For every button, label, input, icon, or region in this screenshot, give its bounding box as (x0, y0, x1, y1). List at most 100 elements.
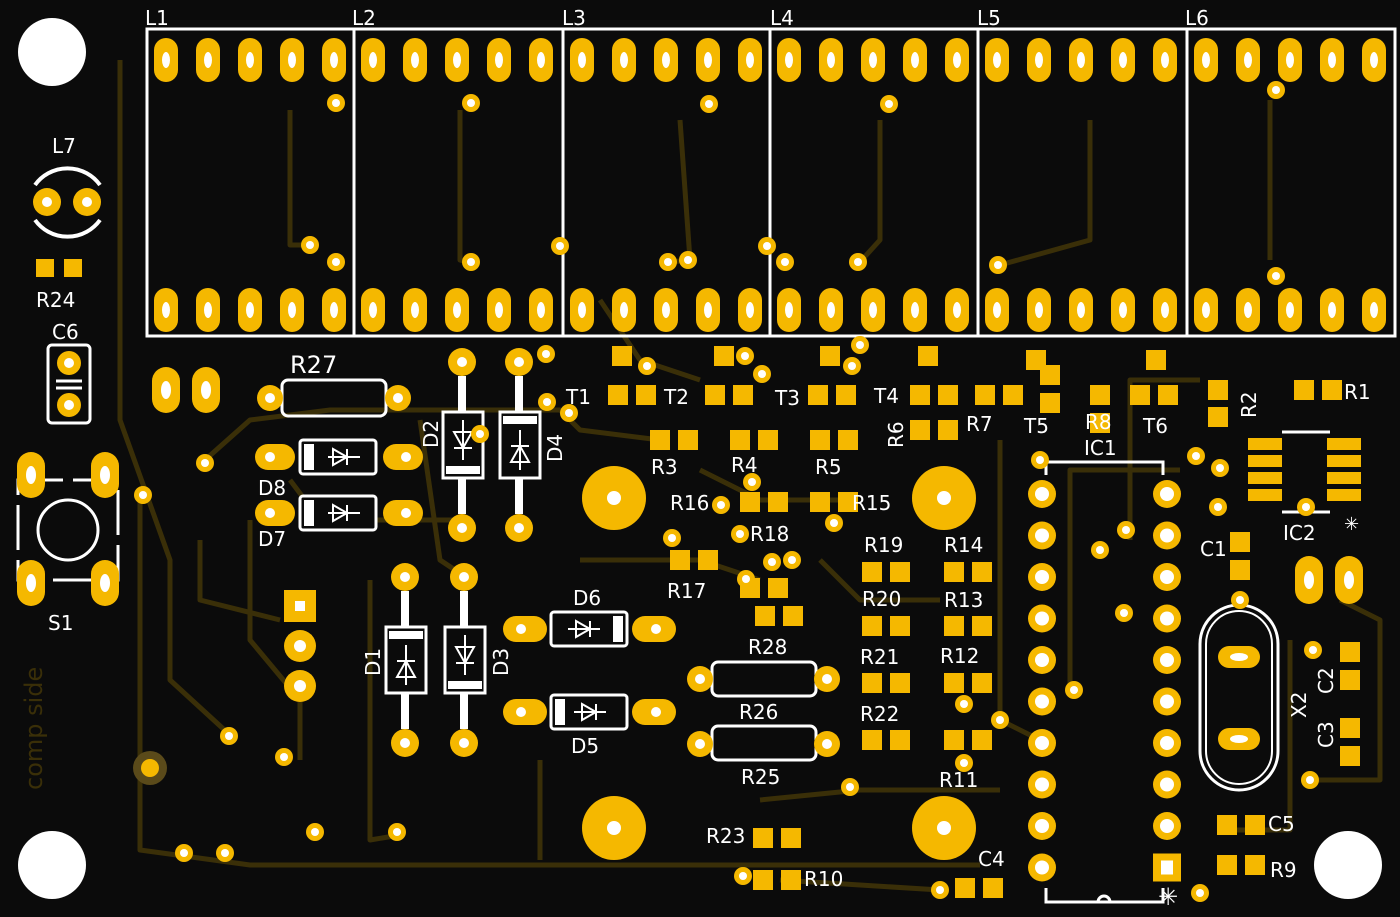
smd-pad (1026, 350, 1046, 370)
smd-pad (608, 385, 628, 405)
display-pin-hole (662, 302, 670, 318)
smd-pad (781, 828, 801, 848)
ic1-pin-hole (1160, 528, 1174, 543)
via-hole (280, 753, 288, 761)
display-pin-hole (246, 302, 254, 318)
smd-pad (820, 346, 840, 366)
ic1-pin-hole (1035, 487, 1049, 501)
label-IC2: IC2 (1283, 521, 1316, 545)
smd-pad (862, 616, 882, 636)
pad-hole (42, 197, 52, 207)
ic1-pin-hole (1035, 819, 1049, 833)
via-hole (542, 350, 550, 358)
smd-pad (1217, 855, 1237, 875)
display-pin-hole (1161, 52, 1169, 68)
display-pin-hole (411, 52, 419, 68)
via-hole (705, 100, 713, 108)
label-R22: R22 (860, 702, 899, 726)
display-pin-hole (537, 302, 545, 318)
label-R16: R16 (670, 491, 709, 515)
inductor-L7 (33, 166, 102, 239)
via-hole (139, 491, 147, 499)
smd-pad (768, 492, 788, 512)
resistor-R27 (257, 378, 411, 418)
label-R27: R27 (290, 351, 337, 379)
ic1-pin-hole (1035, 528, 1049, 543)
smd-pad (944, 730, 964, 750)
via-hole (1236, 596, 1244, 604)
display-pin-hole (1119, 52, 1127, 68)
vias (134, 81, 1322, 902)
display-pin-hole (1286, 302, 1294, 318)
via-hole (781, 258, 789, 266)
smd-pad (890, 562, 910, 582)
smd-pad (1340, 670, 1360, 690)
label-T2: T2 (663, 385, 689, 409)
display-pin-hole (993, 302, 1001, 318)
display-pin-hole (330, 52, 338, 68)
smd-pad (1322, 380, 1342, 400)
display-pin-hole (1244, 52, 1252, 68)
label-R7: R7 (966, 412, 993, 436)
via-hole (565, 409, 573, 417)
display-pin-hole (746, 302, 754, 318)
large-pad-hole (607, 821, 621, 835)
via-hole (1214, 503, 1222, 511)
display-pin-hole (246, 52, 254, 68)
display-pin-hole (620, 302, 628, 318)
diode-D5 (503, 693, 676, 731)
via-hole (1096, 546, 1104, 554)
via-hole (854, 258, 862, 266)
ic2-pin (1327, 438, 1361, 450)
label-R17: R17 (667, 579, 706, 603)
large-pad-hole (937, 821, 951, 835)
label-T3: T3 (774, 386, 800, 410)
smd-pad (890, 616, 910, 636)
via-hole (543, 398, 551, 406)
display-outline (1185, 27, 1397, 338)
smd-pad (781, 870, 801, 890)
via-hole (180, 849, 188, 857)
display-pin-hole (1077, 52, 1085, 68)
display-pin-hole (288, 302, 296, 318)
smd-pad (1340, 642, 1360, 662)
label-L5: L5 (977, 6, 1001, 30)
label-R26: R26 (739, 700, 778, 724)
large-pad-hole (607, 491, 621, 505)
pad-hole (82, 197, 92, 207)
display-pin-hole (204, 52, 212, 68)
smd-pad (755, 606, 775, 626)
display-pin-hole (1035, 52, 1043, 68)
display-pin-hole (495, 52, 503, 68)
display-pin-hole (288, 52, 296, 68)
smd-pad (36, 259, 54, 277)
display-pin-hole (1370, 302, 1378, 318)
smd-pad (1230, 532, 1250, 552)
smd-pad (972, 562, 992, 582)
label-D5: D5 (571, 734, 599, 758)
label-R14: R14 (944, 533, 983, 557)
via-hole (684, 256, 692, 264)
label-T6: T6 (1142, 414, 1168, 438)
via-hole (225, 732, 233, 740)
display-pin-hole (1119, 302, 1127, 318)
smd-pad (1294, 380, 1314, 400)
via-hole (306, 241, 314, 249)
display-pin-hole (1328, 302, 1336, 318)
smd-pad (810, 430, 830, 450)
smd-pad (862, 673, 882, 693)
smd-pad (705, 385, 725, 405)
via-hole (739, 872, 747, 880)
label-R12: R12 (940, 644, 979, 668)
label-R15: R15 (852, 491, 891, 515)
via-hole (556, 242, 564, 250)
label-C2: C2 (1314, 667, 1338, 694)
smd-pad (955, 878, 975, 898)
display-pin-hole (704, 302, 712, 318)
ic-IC1 (1044, 460, 1165, 904)
smd-pad (612, 346, 632, 366)
label-R5: R5 (815, 455, 842, 479)
display-pin-hole (911, 52, 919, 68)
smd-pad (944, 616, 964, 636)
